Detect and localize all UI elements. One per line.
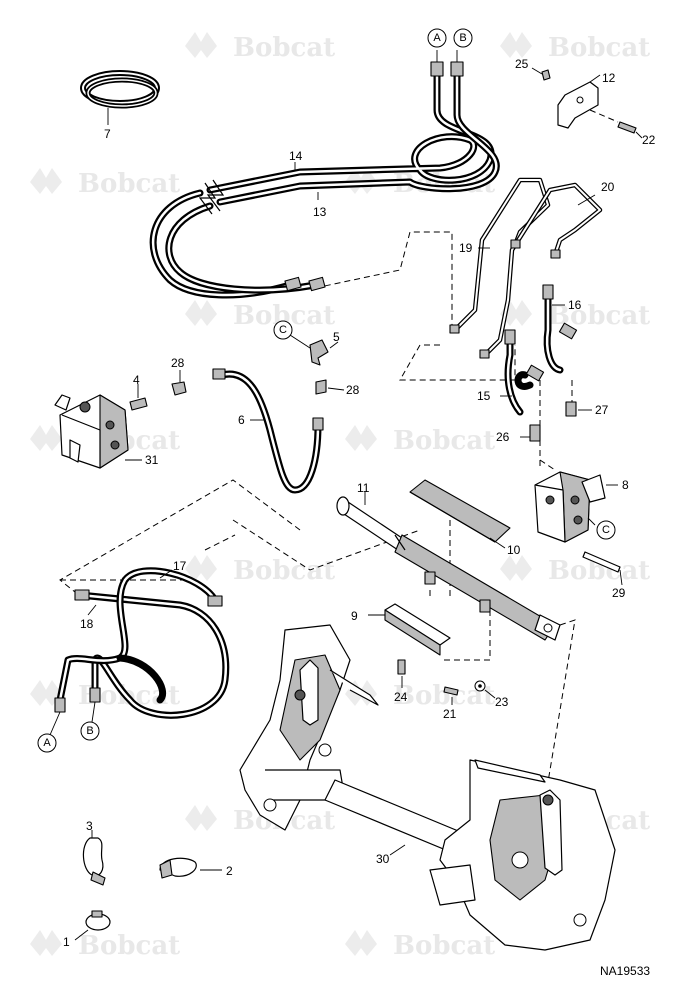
callout-6: 6: [238, 413, 245, 427]
part-6-hose: [212, 368, 324, 494]
connector-a-bottom: A: [37, 733, 57, 753]
callout-11: 11: [357, 481, 370, 495]
part-15-16-short-hoses: [500, 284, 578, 416]
callout-23: 23: [495, 695, 509, 709]
connector-a-top: A: [427, 28, 447, 48]
callout-9: 9: [351, 609, 358, 623]
connector-c-left: C: [273, 320, 293, 340]
callout-15: 15: [477, 389, 491, 403]
callout-18: 18: [80, 617, 94, 631]
part-8-valve-block: [520, 401, 623, 586]
part-7-coiled-hose: [80, 70, 160, 125]
connector-b-bottom: B: [80, 721, 100, 741]
connector-labels: A B C C A B: [37, 28, 616, 753]
svg-text:A: A: [43, 737, 51, 749]
watermark-text: Bobcat: [233, 33, 335, 63]
part-12-bracket: [531, 67, 643, 139]
callout-12: 12: [602, 71, 616, 85]
part-30-mount-plate: [239, 624, 616, 951]
callout-31: 31: [145, 453, 159, 467]
callout-25: 25: [515, 57, 529, 71]
callout-22: 22: [642, 133, 656, 147]
hardware-21-23-24: [397, 659, 496, 705]
callout-16: 16: [568, 298, 582, 312]
connector-b-top: B: [453, 28, 473, 48]
watermark-layer: Bobcat Bobcat Bobcat Bobcat Bobcat Bobca…: [30, 32, 650, 961]
callout-2: 2: [226, 864, 233, 878]
callout-numbers: 7 14 13 25 12 22 20 19 16 5 28 4 28 15 2…: [63, 57, 656, 949]
part-9-plate: [368, 603, 451, 656]
callout-30: 30: [376, 852, 390, 866]
clamps-1-2-3: [74, 830, 222, 941]
callout-27: 27: [595, 403, 609, 417]
part-11-cylinder: [336, 492, 561, 641]
part-19-20-steel-tubes: [449, 177, 603, 359]
callout-1: 1: [63, 935, 70, 949]
callout-28-right: 28: [346, 383, 360, 397]
svg-text:C: C: [602, 524, 610, 536]
svg-text:B: B: [459, 32, 466, 44]
part-10-cover: [409, 479, 511, 549]
callout-13: 13: [313, 205, 327, 219]
part-31-valve: [54, 370, 187, 469]
svg-text:B: B: [86, 725, 93, 737]
watermark-text: Bobcat: [393, 931, 495, 961]
part-13-14-long-hoses: [149, 50, 500, 299]
watermark-text: Bobcat: [78, 931, 180, 961]
part-5-elbow-fitting: [289, 334, 345, 395]
callout-14: 14: [289, 149, 303, 163]
watermark-text: Bobcat: [233, 556, 335, 586]
callout-5: 5: [333, 330, 340, 344]
callout-4: 4: [133, 373, 140, 387]
watermark-text: Bobcat: [393, 426, 495, 456]
watermark-text: Bobcat: [548, 33, 650, 63]
callout-7: 7: [104, 127, 111, 141]
callout-26: 26: [496, 430, 510, 444]
callout-29: 29: [612, 586, 626, 600]
callout-19: 19: [459, 241, 473, 255]
assembly-lines: [59, 231, 576, 831]
watermark-text: Bobcat: [78, 169, 180, 199]
connector-c-right: C: [596, 520, 616, 540]
callout-10: 10: [507, 543, 521, 557]
callout-3: 3: [86, 819, 93, 833]
svg-text:A: A: [433, 32, 441, 44]
part-17-18-hoses: [49, 567, 230, 736]
callout-28-left: 28: [171, 356, 185, 370]
callout-24: 24: [394, 690, 408, 704]
callout-20: 20: [601, 180, 615, 194]
callout-8: 8: [622, 478, 629, 492]
figure-id: NA19533: [600, 964, 650, 978]
svg-text:C: C: [279, 324, 287, 336]
callout-21: 21: [443, 707, 457, 721]
callout-17: 17: [173, 559, 187, 573]
